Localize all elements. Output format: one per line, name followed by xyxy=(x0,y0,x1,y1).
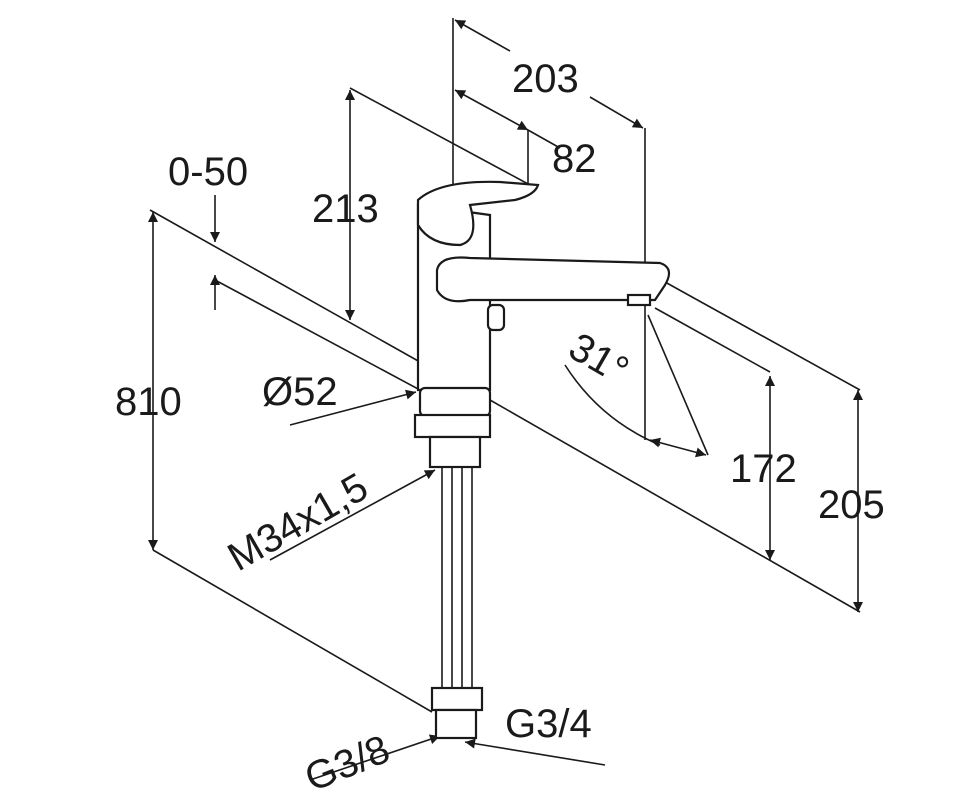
connector xyxy=(434,708,478,740)
label-172: 172 xyxy=(730,447,797,491)
label-diameter-52: Ø52 xyxy=(262,370,338,414)
ext-line-worktop-bottom xyxy=(214,279,421,391)
dim-203-a xyxy=(454,19,511,52)
label-810: 810 xyxy=(115,380,182,424)
leader-52 xyxy=(289,389,417,426)
label-205: 205 xyxy=(818,483,885,527)
dim-82 xyxy=(454,89,529,131)
threaded-stud xyxy=(428,435,482,469)
faucet xyxy=(413,180,671,740)
label-203: 203 xyxy=(512,57,579,101)
mounting-nut xyxy=(413,413,492,439)
ext-line-810-bottom xyxy=(152,549,433,713)
label-213: 213 xyxy=(312,187,379,231)
label-angle: 31° xyxy=(562,325,636,393)
label-82: 82 xyxy=(552,137,597,181)
angle-line xyxy=(647,314,709,456)
ext-line-205-top xyxy=(664,281,861,391)
ext-line-172-top xyxy=(654,307,771,373)
ext-line-205-bottom xyxy=(489,399,861,613)
dimension-lines xyxy=(148,18,863,781)
side-knob xyxy=(486,303,506,332)
label-g34: G3/4 xyxy=(505,702,592,746)
leader-82 xyxy=(527,129,561,149)
angle-arrow xyxy=(649,437,707,458)
leader-g38 xyxy=(309,734,441,781)
leader-thread xyxy=(269,469,436,561)
angle-arc xyxy=(564,364,661,446)
leader-g34 xyxy=(464,738,606,766)
label-0-50: 0-50 xyxy=(168,150,248,194)
lever-handle xyxy=(416,180,540,247)
label-thread: M34x1,5 xyxy=(221,465,376,580)
hose-fitting xyxy=(430,686,484,712)
ext-line-213-top xyxy=(349,87,531,186)
ext-line-810-top xyxy=(149,209,421,363)
dim-203-b xyxy=(589,96,644,129)
base-ring xyxy=(418,386,492,418)
label-g38: G3/8 xyxy=(299,727,396,800)
aerator xyxy=(626,293,652,307)
spout xyxy=(435,256,671,303)
